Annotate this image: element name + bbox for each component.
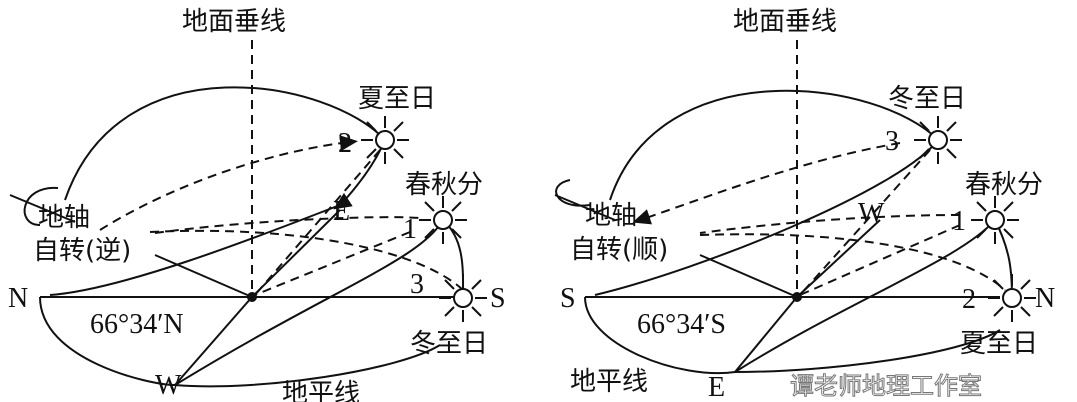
sun-icon-summer (360, 115, 410, 165)
rotation-pointer (154, 254, 253, 298)
summer-ray (699, 233, 1006, 291)
number-3: 3 (885, 126, 899, 157)
number-1: 1 (952, 206, 966, 237)
left-diagram: 地面垂线 夏至日 春秋分 冬至日 地轴 自转(逆) N S E W 66°34′… (8, 7, 506, 402)
north-label: N (8, 283, 28, 314)
noon-ray-2 (799, 149, 931, 296)
horizon-label: 地平线 (282, 379, 360, 402)
number-2: 2 (962, 284, 976, 315)
winter-label: 冬至日 (410, 329, 488, 359)
east-line (251, 209, 341, 298)
right-diagram: 地面垂线 冬至日 春秋分 夏至日 地轴 自转(顺) S N E W 66°34′… (554, 7, 1055, 402)
rotation-arrow-icon (9, 186, 76, 226)
north-label: N (1035, 283, 1055, 314)
axis-arc (64, 86, 386, 201)
observer-point (792, 292, 802, 302)
winter-path (594, 139, 939, 296)
sun-icon-equinox (970, 195, 1020, 245)
observer-point (247, 292, 257, 302)
south-label: S (490, 283, 506, 314)
axis-label: 地轴 (38, 203, 90, 233)
rotation-label: 自转(逆) (33, 236, 131, 266)
number-3: 3 (410, 269, 424, 300)
winter-ray (632, 142, 901, 225)
watermark: 谭老师地理工作室 (790, 372, 982, 400)
winter-label: 冬至日 (888, 84, 966, 114)
winter-ray (149, 229, 464, 291)
west-line (174, 296, 253, 386)
west-line (796, 219, 881, 298)
rotation-label: 自转(顺) (570, 235, 668, 265)
equinox-label: 春秋分 (965, 170, 1043, 200)
axis-label: 地轴 (585, 201, 637, 231)
noon-ray-1 (254, 231, 411, 296)
east-label: E (333, 196, 350, 227)
equinox-path (174, 219, 444, 386)
axis-arc (609, 89, 939, 201)
rotation-pointer (699, 254, 798, 298)
south-label: S (560, 283, 576, 314)
title: 地面垂线 (182, 7, 286, 37)
sun-icon-summer (987, 273, 1037, 323)
summer-label: 夏至日 (960, 329, 1038, 359)
equinox-path (734, 219, 996, 373)
sun-icon-equinox (418, 195, 468, 245)
sun-icon-winter (913, 115, 963, 165)
summer-label: 夏至日 (358, 84, 436, 114)
east-label: E (708, 372, 725, 402)
equinox-label: 春秋分 (405, 170, 483, 200)
number-2: 2 (338, 128, 352, 159)
rotation-arrow-icon (554, 179, 616, 221)
east-line (734, 296, 798, 373)
noon-ray-1 (799, 224, 961, 296)
latitude-label: 66°34′N (90, 309, 184, 340)
summer-ray (99, 135, 358, 231)
sun-icon-winter (438, 273, 488, 323)
number-1: 1 (403, 214, 417, 245)
noon-ray-2 (254, 149, 381, 296)
horizon-label: 地平线 (570, 367, 648, 397)
summer-path (49, 139, 386, 296)
west-label: W (858, 198, 885, 229)
title: 地面垂线 (733, 7, 837, 37)
latitude-label: 66°34′S (637, 309, 726, 340)
equinox-ray (699, 214, 961, 234)
sun-track (994, 219, 1013, 299)
equinox-ray (154, 216, 421, 234)
west-label: W (155, 370, 182, 401)
